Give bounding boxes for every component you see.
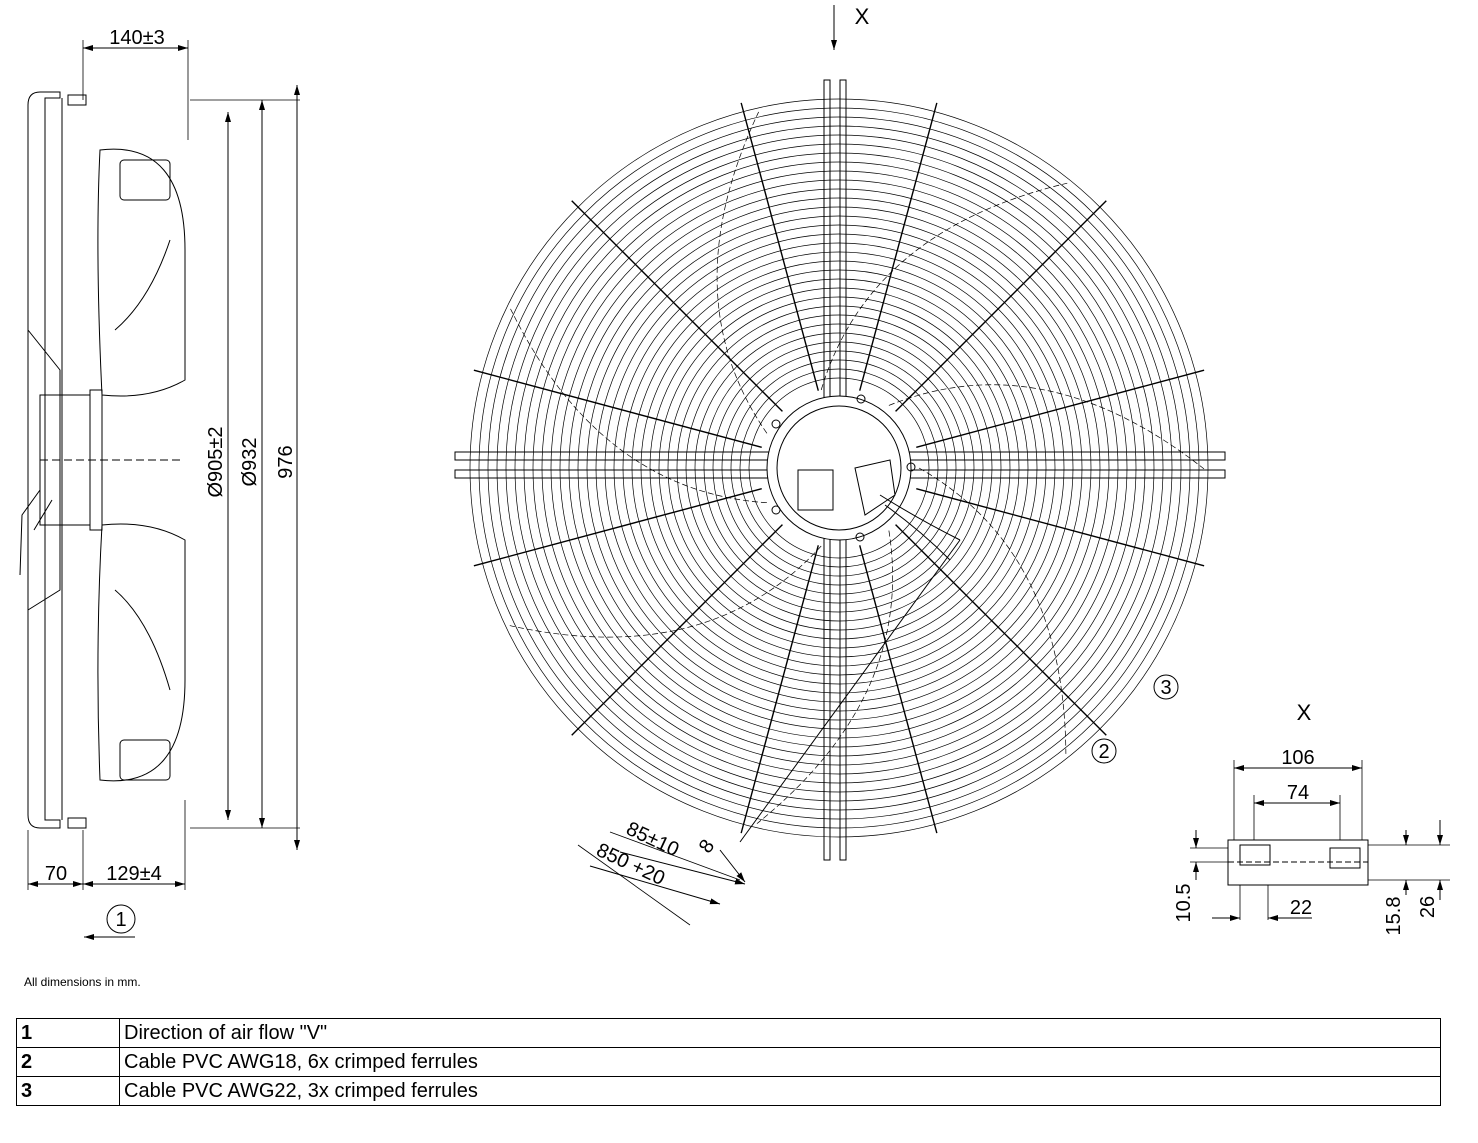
legend-number: 1 [16,1018,120,1048]
front-view [454,5,1226,926]
dim-905: Ø905±2 [205,426,227,497]
detail-x-title: X [1297,700,1312,725]
dim-932: Ø932 [239,438,261,487]
dim-976: 976 [275,445,297,478]
dim-106: 106 [1281,747,1314,769]
legend-row: 3 Cable PVC AWG22, 3x crimped ferrules [16,1076,1441,1106]
legend-text: Direction of air flow "V" [119,1018,1441,1048]
fan-guard-grille [469,98,1209,838]
dim-26: 26 [1417,896,1439,918]
dim-8: 8 [695,836,719,858]
dim-10-5: 10.5 [1173,884,1195,923]
legend-table: 1 Direction of air flow "V" 2 Cable PVC … [16,1018,1441,1106]
legend-row: 1 Direction of air flow "V" [16,1018,1441,1048]
callout-2: 2 [1098,741,1109,763]
dim-140: 140±3 [109,27,164,49]
units-note: All dimensions in mm. [24,975,141,989]
legend-text: Cable PVC AWG22, 3x crimped ferrules [119,1076,1441,1106]
dim-70: 70 [45,863,67,885]
dim-15-8: 15.8 [1383,897,1405,936]
side-view [19,40,300,940]
callout-3: 3 [1160,677,1171,699]
dim-129: 129±4 [106,863,161,885]
dim-22: 22 [1290,897,1312,919]
detail-x [1190,760,1450,921]
callout-1: 1 [115,909,126,931]
view-x-label: X [855,4,870,29]
legend-row: 2 Cable PVC AWG18, 6x crimped ferrules [16,1047,1441,1077]
legend-number: 3 [16,1076,120,1106]
dim-74: 74 [1287,782,1309,804]
legend-text: Cable PVC AWG18, 6x crimped ferrules [119,1047,1441,1077]
legend-number: 2 [16,1047,120,1077]
